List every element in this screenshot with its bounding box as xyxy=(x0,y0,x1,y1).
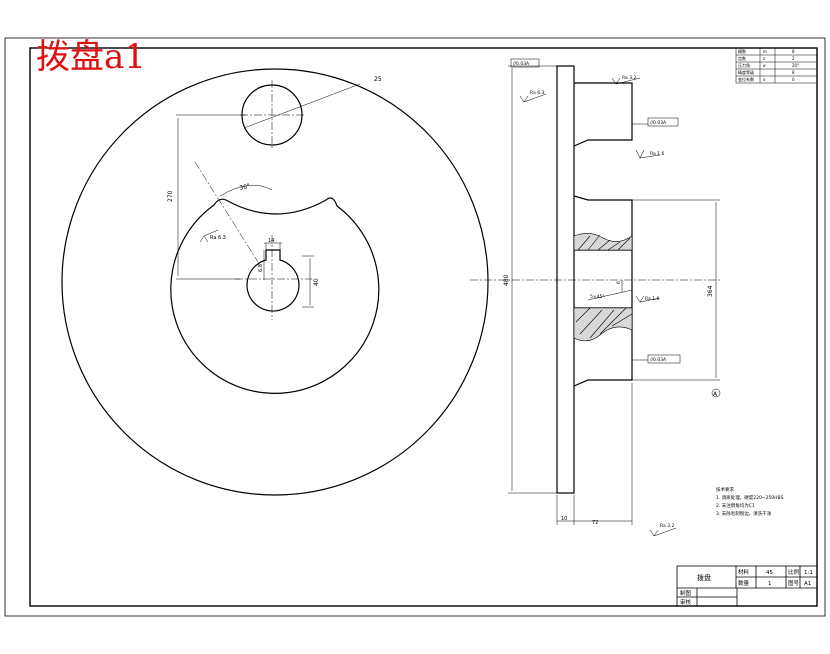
tolerance-frames xyxy=(510,58,681,364)
side-dimensions xyxy=(508,65,721,537)
corner-table xyxy=(735,47,818,84)
tb-drawn-by: 制图 xyxy=(680,589,692,597)
svg-text:20°: 20° xyxy=(792,63,799,68)
corner-table-text: 模数 m 8 齿数 z 2 压力角 α 20° 精度等级 8 变位系数 x 0 xyxy=(738,48,799,82)
drawing-title: 拨盘a1 xyxy=(36,37,146,77)
tb-checked-by: 审核 xyxy=(680,598,692,606)
tolerance-3: //0.03A xyxy=(650,357,667,363)
tech-note-2: 2. 未注倒角均为C1 xyxy=(716,504,755,509)
inner-border xyxy=(29,47,818,607)
tb-material-label: 材料 xyxy=(738,568,750,576)
dim-hub-length: 72 xyxy=(592,520,598,526)
roughness-1: Ra 6.3 xyxy=(530,90,545,96)
dim-hub-height: 364 xyxy=(707,285,714,297)
hub-top xyxy=(573,82,633,147)
tech-notes-heading: 技术要求 xyxy=(716,488,734,493)
title-block-text: 拨盘 材料 45 比例 1:1 数量 1 图号 A1 制图 审核 xyxy=(680,568,813,606)
outer-border xyxy=(4,37,826,617)
bore-with-keyway xyxy=(246,249,300,312)
dim-flange-thickness: 10 xyxy=(561,516,567,522)
dim-small-gap: 6 xyxy=(616,281,622,284)
tb-drawing-no-label: 图号 xyxy=(788,579,800,587)
flange xyxy=(556,65,575,494)
dim-outer-diameter: 480 xyxy=(503,274,510,286)
tb-scale-label: 比例 xyxy=(788,568,800,576)
dim-angle: 36° xyxy=(239,183,251,192)
svg-text:2: 2 xyxy=(792,56,795,61)
svg-text:x: x xyxy=(763,77,766,82)
chamfer-label: 5×45° xyxy=(590,294,605,300)
svg-text:精度等级: 精度等级 xyxy=(738,69,754,75)
tb-quantity-label: 数量 xyxy=(738,579,750,587)
cam-profile xyxy=(170,197,380,394)
svg-text:齿数: 齿数 xyxy=(738,55,746,61)
roughness-4: Ra 1.6 xyxy=(645,296,660,302)
title-block xyxy=(676,565,818,607)
roughness-keyway: Ra 6.3 xyxy=(210,235,226,241)
dim-keyway-width: 14 xyxy=(268,238,274,244)
svg-text:8: 8 xyxy=(792,49,795,54)
front-centerlines xyxy=(194,80,312,320)
dim-vertical: 270 xyxy=(167,190,174,202)
svg-text:变位系数: 变位系数 xyxy=(738,76,754,82)
roughness-5: Ra 3.2 xyxy=(660,523,675,529)
side-hatching xyxy=(573,233,633,342)
roughness-3: Ra 1.6 xyxy=(650,151,665,157)
tb-scale-value: 1:1 xyxy=(804,570,813,576)
tb-material-value: 45 xyxy=(766,570,773,576)
tolerance-1: //0.03A xyxy=(513,61,530,67)
tech-note-3: 3. 去除毛刺锐边，清洗干净 xyxy=(716,512,772,517)
tb-quantity-value: 1 xyxy=(768,581,772,587)
hub-bottom xyxy=(573,195,633,387)
tech-note-1: 1. 调质处理，硬度220~250HBS xyxy=(716,496,784,501)
tb-drawing-no-value: A1 xyxy=(804,581,811,587)
dim-bore: 40 xyxy=(313,278,320,286)
outer-disc xyxy=(61,68,489,496)
svg-text:m: m xyxy=(763,49,767,54)
tech-notes: 技术要求 1. 调质处理，硬度220~250HBS 2. 未注倒角均为C1 3.… xyxy=(716,487,783,519)
dim-radius-top: 25 xyxy=(374,76,382,83)
svg-text:α: α xyxy=(763,63,766,68)
svg-text:压力角: 压力角 xyxy=(738,62,750,68)
dim-keyway-depth: 6.8 xyxy=(258,264,264,272)
tb-part-name: 拨盘 xyxy=(697,573,711,582)
svg-text:8: 8 xyxy=(792,70,795,75)
side-view xyxy=(556,65,633,494)
datum-label: A xyxy=(713,391,718,398)
front-view xyxy=(61,68,489,496)
front-dimensions xyxy=(176,83,361,308)
svg-text:z: z xyxy=(763,56,765,61)
roughness-symbols: Ra 6.3 Ra 3.2 Ra 1.6 Ra 1.6 Ra 3.2 xyxy=(530,75,675,529)
svg-text:模数: 模数 xyxy=(738,48,746,54)
svg-text:0: 0 xyxy=(792,77,795,82)
roughness-2: Ra 3.2 xyxy=(622,75,637,81)
tolerance-2: //0.03A xyxy=(650,120,667,126)
